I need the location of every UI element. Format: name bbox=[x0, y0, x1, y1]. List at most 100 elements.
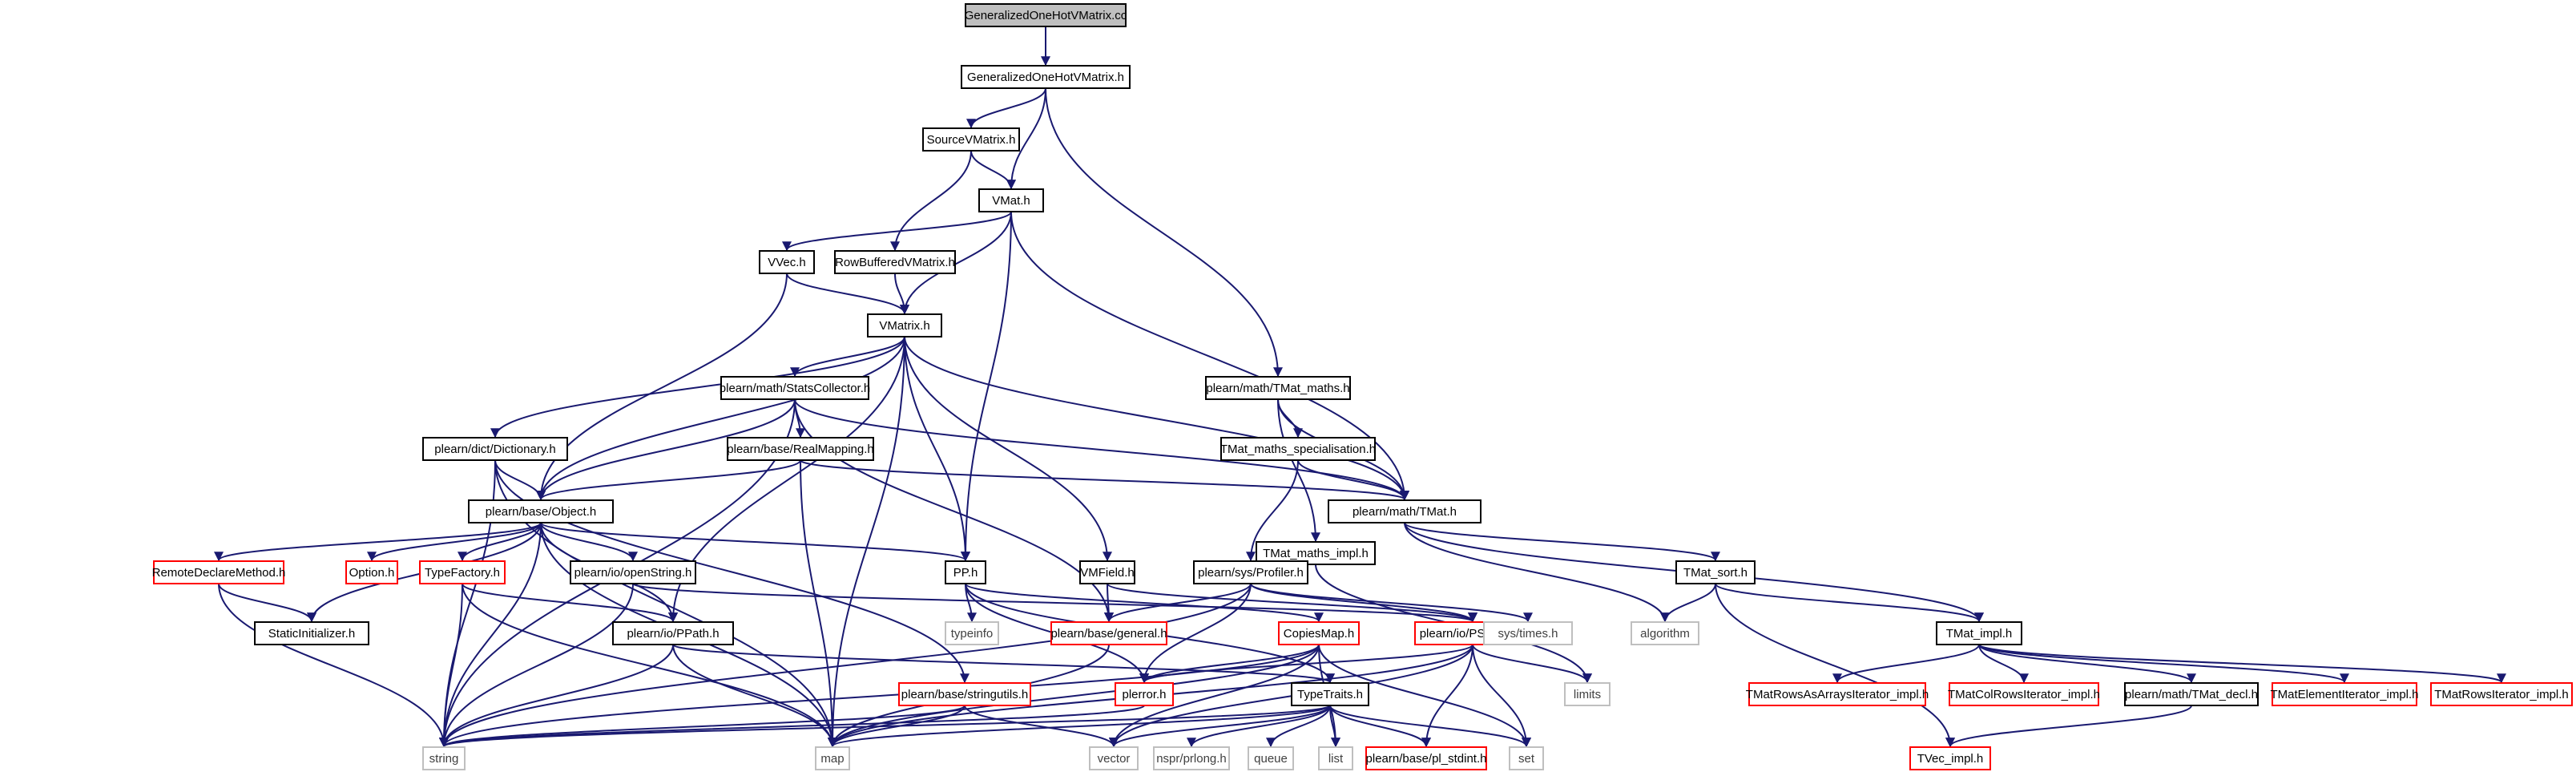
node-tmatrowsiterator-impl-h[interactable]: TMatRowsIterator_impl.h bbox=[2430, 682, 2573, 706]
node-vmatrix-h[interactable]: VMatrix.h bbox=[867, 313, 942, 337]
edge-copies-to-set bbox=[1318, 644, 1531, 748]
node-label: CopiesMap.h bbox=[1284, 627, 1354, 641]
node-label: TypeTraits.h bbox=[1297, 688, 1363, 701]
edge-typetraits-to-stdint bbox=[1329, 705, 1431, 748]
node-label: plearn/base/RealMapping.h bbox=[727, 443, 873, 456]
node-plearn-dict-dictionary-h[interactable]: plearn/dict/Dictionary.h bbox=[422, 437, 568, 461]
edge-openstr-to-string bbox=[439, 583, 634, 748]
node-typefactory-h[interactable]: TypeFactory.h bbox=[419, 560, 506, 584]
node-box bbox=[1115, 682, 1174, 706]
node-plearn-sys-profiler-h[interactable]: plearn/sys/Profiler.h bbox=[1193, 560, 1308, 584]
edge-typefac-to-ppath bbox=[462, 583, 678, 623]
node-staticinitializer-h[interactable]: StaticInitializer.h bbox=[254, 621, 369, 645]
node-box bbox=[1365, 746, 1487, 770]
edge-pp-to-copies bbox=[965, 583, 1324, 623]
node-label: plerror.h bbox=[1122, 688, 1166, 701]
node-rowbufferedvmatrix-h[interactable]: RowBufferedVMatrix.h bbox=[834, 250, 956, 274]
node-box bbox=[1936, 621, 2022, 645]
node-plerror-h[interactable]: plerror.h bbox=[1115, 682, 1174, 706]
node-box bbox=[1748, 682, 1926, 706]
edge-tmatimpl-to-tmrows bbox=[1978, 644, 2506, 684]
node-nspr-prlong-h: nspr/prlong.h bbox=[1153, 746, 1230, 770]
node-box bbox=[254, 621, 369, 645]
node-limits: limits bbox=[1564, 682, 1611, 706]
edge-typetraits-to-list bbox=[1329, 705, 1340, 748]
node-label: StaticInitializer.h bbox=[268, 627, 355, 641]
node-tmatrowsasarraysiterator-impl-h[interactable]: TMatRowsAsArraysIterator_impl.h bbox=[1746, 682, 1929, 706]
edge-tmatimpl-to-tmrows_arr bbox=[1832, 644, 1980, 684]
edge-ppath-to-typetraits bbox=[672, 644, 1335, 684]
node-label: algorithm bbox=[1640, 627, 1690, 641]
node-box bbox=[945, 621, 999, 645]
node-box bbox=[1328, 499, 1482, 523]
edge-vmatrix-to-dict bbox=[490, 336, 905, 439]
edge-tmat-to-tmsort bbox=[1404, 522, 1720, 562]
edge-typefac-to-string bbox=[439, 583, 463, 748]
edge-profiler-to-systimes bbox=[1250, 583, 1533, 623]
node-generalizedonehotvmatrix-h[interactable]: GeneralizedOneHotVMatrix.h bbox=[961, 65, 1131, 89]
node-vmat-h[interactable]: VMat.h bbox=[978, 188, 1044, 212]
node-box bbox=[867, 313, 942, 337]
node-copiesmap-h[interactable]: CopiesMap.h bbox=[1278, 621, 1360, 645]
edge-tmatimpl-to-tmdecl bbox=[1978, 644, 2196, 684]
node-tmat-sort-h[interactable]: TMat_sort.h bbox=[1675, 560, 1756, 584]
edge-tmdecl-to-tvecimpl bbox=[1945, 705, 2192, 748]
node-label: vector bbox=[1098, 752, 1131, 766]
node-box bbox=[1248, 746, 1294, 770]
node-option-h[interactable]: Option.h bbox=[345, 560, 398, 584]
node-remotedeclaremethod-h[interactable]: RemoteDeclareMethod.h bbox=[152, 560, 286, 584]
edge-copies-to-vector bbox=[1109, 644, 1320, 748]
node-label: set bbox=[1518, 752, 1535, 766]
node-tmat-impl-h[interactable]: TMat_impl.h bbox=[1936, 621, 2022, 645]
edge-vmfield-to-pstream bbox=[1107, 583, 1477, 623]
edge-object-to-option bbox=[367, 522, 542, 562]
edge-vmatrix-to-stats bbox=[790, 336, 905, 378]
node-vvec-h[interactable]: VVec.h bbox=[759, 250, 815, 274]
edge-vmat-to-tmat bbox=[1010, 211, 1409, 501]
node-map: map bbox=[815, 746, 850, 770]
node-plearn-io-ppath-h[interactable]: plearn/io/PPath.h bbox=[612, 621, 734, 645]
edge-stats-to-tmat bbox=[794, 398, 1409, 501]
node-typetraits-h[interactable]: TypeTraits.h bbox=[1291, 682, 1369, 706]
node-label: plearn/math/StatsCollector.h bbox=[720, 382, 870, 395]
node-generalizedonehotvmatrix-cc[interactable]: GeneralizedOneHotVMatrix.cc bbox=[965, 3, 1127, 27]
node-label: RowBufferedVMatrix.h bbox=[835, 256, 955, 269]
node-box bbox=[1631, 621, 1699, 645]
edge-typefac-to-map bbox=[462, 583, 837, 748]
node-label: plearn/math/TMat_maths.h bbox=[1206, 382, 1349, 395]
node-box bbox=[419, 560, 506, 584]
node-box bbox=[1318, 746, 1353, 770]
node-pp-h[interactable]: PP.h bbox=[945, 560, 986, 584]
node-box bbox=[2124, 682, 2259, 706]
edge-object-to-string bbox=[439, 522, 542, 748]
node-vmfield-h[interactable]: VMField.h bbox=[1079, 560, 1135, 584]
node-plearn-math-tmat-h[interactable]: plearn/math/TMat.h bbox=[1328, 499, 1482, 523]
edge-object-to-typefac bbox=[458, 522, 542, 562]
node-plearn-base-pl-stdint-h[interactable]: plearn/base/pl_stdint.h bbox=[1365, 746, 1487, 770]
node-plearn-io-openstring-h[interactable]: plearn/io/openString.h bbox=[570, 560, 696, 584]
node-plearn-base-object-h[interactable]: plearn/base/Object.h bbox=[468, 499, 614, 523]
node-tmat-maths-specialisation-h[interactable]: TMat_maths_specialisation.h bbox=[1220, 437, 1376, 461]
node-plearn-base-stringutils-h[interactable]: plearn/base/stringutils.h bbox=[898, 682, 1031, 706]
node-label: plearn/io/openString.h bbox=[574, 566, 692, 580]
edge-profiler-to-string bbox=[439, 583, 1252, 748]
node-plearn-base-general-h[interactable]: plearn/base/general.h bbox=[1050, 621, 1167, 645]
edge-typetraits-to-nspr bbox=[1187, 705, 1331, 748]
node-plearn-base-realmapping-h[interactable]: plearn/base/RealMapping.h bbox=[727, 437, 874, 461]
node-plearn-math-tmat-maths-h[interactable]: plearn/math/TMat_maths.h bbox=[1205, 376, 1351, 400]
node-label: plearn/base/stringutils.h bbox=[901, 688, 1028, 701]
node-set: set bbox=[1509, 746, 1544, 770]
node-sourcevmatrix-h[interactable]: SourceVMatrix.h bbox=[922, 127, 1020, 152]
edge-pstream-to-plerror bbox=[1139, 644, 1473, 684]
node-tmatelementiterator-impl-h[interactable]: TMatElementIterator_impl.h bbox=[2270, 682, 2419, 706]
node-tvec-impl-h[interactable]: TVec_impl.h bbox=[1909, 746, 1991, 770]
node-plearn-math-statscollector-h[interactable]: plearn/math/StatsCollector.h bbox=[720, 376, 870, 400]
edge-pstream-to-limits bbox=[1472, 644, 1592, 684]
edge-stringutils-to-string bbox=[439, 705, 965, 748]
edge-typetraits-to-map bbox=[828, 705, 1331, 748]
node-label: TypeFactory.h bbox=[425, 566, 500, 580]
node-tmatcolrowsiterator-impl-h[interactable]: TMatColRowsIterator_impl.h bbox=[1948, 682, 2100, 706]
node-plearn-math-tmat-decl-h[interactable]: plearn/math/TMat_decl.h bbox=[2124, 682, 2259, 706]
node-box bbox=[898, 682, 1031, 706]
